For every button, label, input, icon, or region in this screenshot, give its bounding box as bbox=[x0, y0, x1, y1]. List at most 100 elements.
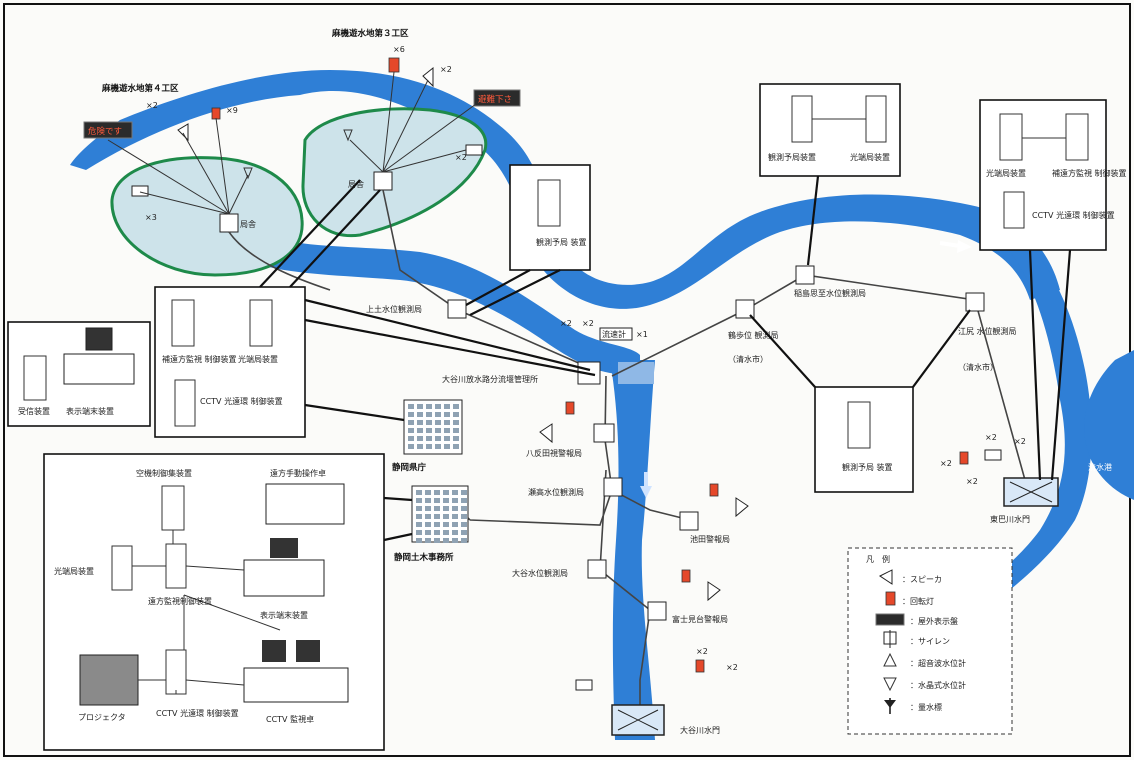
r3-speaker-count: ×2 bbox=[440, 65, 452, 74]
building-window bbox=[461, 538, 467, 543]
reservoir-3-title: 麻機遊水地第３工区 bbox=[331, 28, 409, 39]
fujimi-box bbox=[647, 601, 667, 621]
building-window bbox=[434, 506, 440, 511]
tomoe-gate-count-b: ×2 bbox=[1014, 437, 1026, 446]
legend-title: 凡 例 bbox=[866, 554, 890, 564]
yatsuhashi-box bbox=[593, 423, 615, 443]
building-window bbox=[461, 498, 467, 503]
station-emiri: 江尻 水位観測局 bbox=[958, 326, 1017, 336]
building-window bbox=[425, 490, 431, 495]
building-window bbox=[426, 404, 432, 409]
outdoor-display-icon bbox=[473, 89, 521, 107]
of-equip-5: プロジェクタ bbox=[78, 713, 126, 722]
flowmeter-count-a: ×2 bbox=[560, 319, 572, 328]
building-window bbox=[434, 498, 440, 503]
speaker-icon bbox=[539, 423, 553, 444]
camera-icon bbox=[984, 449, 1002, 461]
r4-station-label: 局舎 bbox=[240, 220, 256, 229]
building-window bbox=[453, 436, 459, 441]
flowmeter-box bbox=[599, 327, 633, 341]
tomoe-gate-count-a: ×2 bbox=[985, 433, 997, 442]
building-window bbox=[426, 428, 432, 433]
reservoir-4 bbox=[110, 156, 304, 277]
station-fujimi: 富士見台警報局 bbox=[672, 614, 728, 624]
r3-station-box bbox=[373, 171, 393, 191]
building-window bbox=[444, 436, 450, 441]
float-water-gauge-icon bbox=[883, 677, 897, 692]
building-window bbox=[434, 530, 440, 535]
building-window bbox=[461, 522, 467, 527]
building-window bbox=[425, 530, 431, 535]
outdoor-display-icon bbox=[875, 613, 905, 626]
building-window bbox=[416, 498, 422, 503]
sea-area bbox=[1084, 350, 1134, 500]
of-equip-7: CCTV 監視卓 bbox=[266, 714, 314, 724]
ohya-gate-count-a: ×2 bbox=[696, 647, 708, 656]
building-window bbox=[417, 444, 423, 449]
cl-equip-1: 光端局装置 bbox=[238, 354, 278, 364]
building-window bbox=[434, 538, 440, 543]
r4-sign-text: 危険です bbox=[88, 126, 122, 137]
station-ohya-center: 大谷川放水路分流堰管理所 bbox=[442, 374, 538, 384]
building-window bbox=[426, 420, 432, 425]
flowmeter-count-b: ×2 bbox=[582, 319, 594, 328]
cl-equip-2: CCTV 光遠環 制御装置 bbox=[200, 396, 283, 406]
lamp-icon bbox=[388, 57, 400, 73]
tomoe-gate-count-d: ×2 bbox=[966, 477, 978, 486]
speaker-icon bbox=[177, 123, 189, 142]
station-kamiterada: 上土水位観測局 bbox=[366, 304, 422, 314]
building-window bbox=[461, 506, 467, 511]
building-window bbox=[444, 444, 450, 449]
flowmeter-count: ×1 bbox=[636, 330, 648, 339]
building-window bbox=[417, 412, 423, 417]
building-window bbox=[425, 538, 431, 543]
building-window bbox=[416, 506, 422, 511]
building-window bbox=[444, 428, 450, 433]
lamp-icon bbox=[709, 483, 719, 497]
tomoe-gate-count-c: ×2 bbox=[940, 459, 952, 468]
building-window bbox=[443, 522, 449, 527]
ohya-gate-label: 大谷川水門 bbox=[680, 725, 720, 735]
building-window bbox=[435, 420, 441, 425]
building-window bbox=[416, 490, 422, 495]
building-window bbox=[417, 436, 423, 441]
lamp-icon bbox=[959, 451, 969, 465]
r3-wires bbox=[349, 71, 477, 173]
building-window bbox=[416, 522, 422, 527]
station-yokoyama: 鶴歩位 観測局 bbox=[728, 330, 779, 340]
building-window bbox=[453, 404, 459, 409]
reservoir-4-title: 麻機遊水地第４工区 bbox=[101, 83, 179, 94]
ohya-gate: 大谷川水門 ×2 ×2 bbox=[575, 647, 738, 736]
building-window bbox=[453, 412, 459, 417]
building-window bbox=[434, 522, 440, 527]
yokoyama-box bbox=[735, 299, 755, 319]
building-window bbox=[452, 498, 458, 503]
flow-arrow-east bbox=[939, 241, 961, 248]
building-window bbox=[443, 498, 449, 503]
ohya-wl-box bbox=[587, 559, 607, 579]
tomoe-gate-label: 東巴川水門 bbox=[990, 514, 1030, 524]
of-equip-0: 空機制御集装置 bbox=[136, 468, 192, 478]
building-window bbox=[443, 490, 449, 495]
ls-equip-1: 表示端末装置 bbox=[66, 406, 114, 416]
building-window bbox=[435, 444, 441, 449]
ohya-river bbox=[610, 360, 655, 740]
building-window bbox=[408, 444, 414, 449]
building-window bbox=[426, 444, 432, 449]
building-window bbox=[425, 506, 431, 511]
flow-arrowhead-south bbox=[640, 486, 652, 498]
building-window bbox=[426, 412, 432, 417]
legend-item-5: ：水晶式水位計 bbox=[910, 680, 966, 690]
tomoe-gate: 東巴川水門 ×2 ×2 ×2 ×2 bbox=[940, 433, 1059, 524]
tributary-river bbox=[240, 230, 640, 375]
building-window bbox=[453, 420, 459, 425]
building-window bbox=[452, 538, 458, 543]
tr1-equip-0: 観測予局装置 bbox=[768, 152, 816, 162]
ultrasonic-water-gauge-icon bbox=[343, 129, 353, 142]
station-kayabe: 瀬高水位観測局 bbox=[528, 487, 584, 497]
building-window bbox=[435, 412, 441, 417]
outdoor-display-icon bbox=[83, 121, 133, 139]
building-window bbox=[452, 506, 458, 511]
